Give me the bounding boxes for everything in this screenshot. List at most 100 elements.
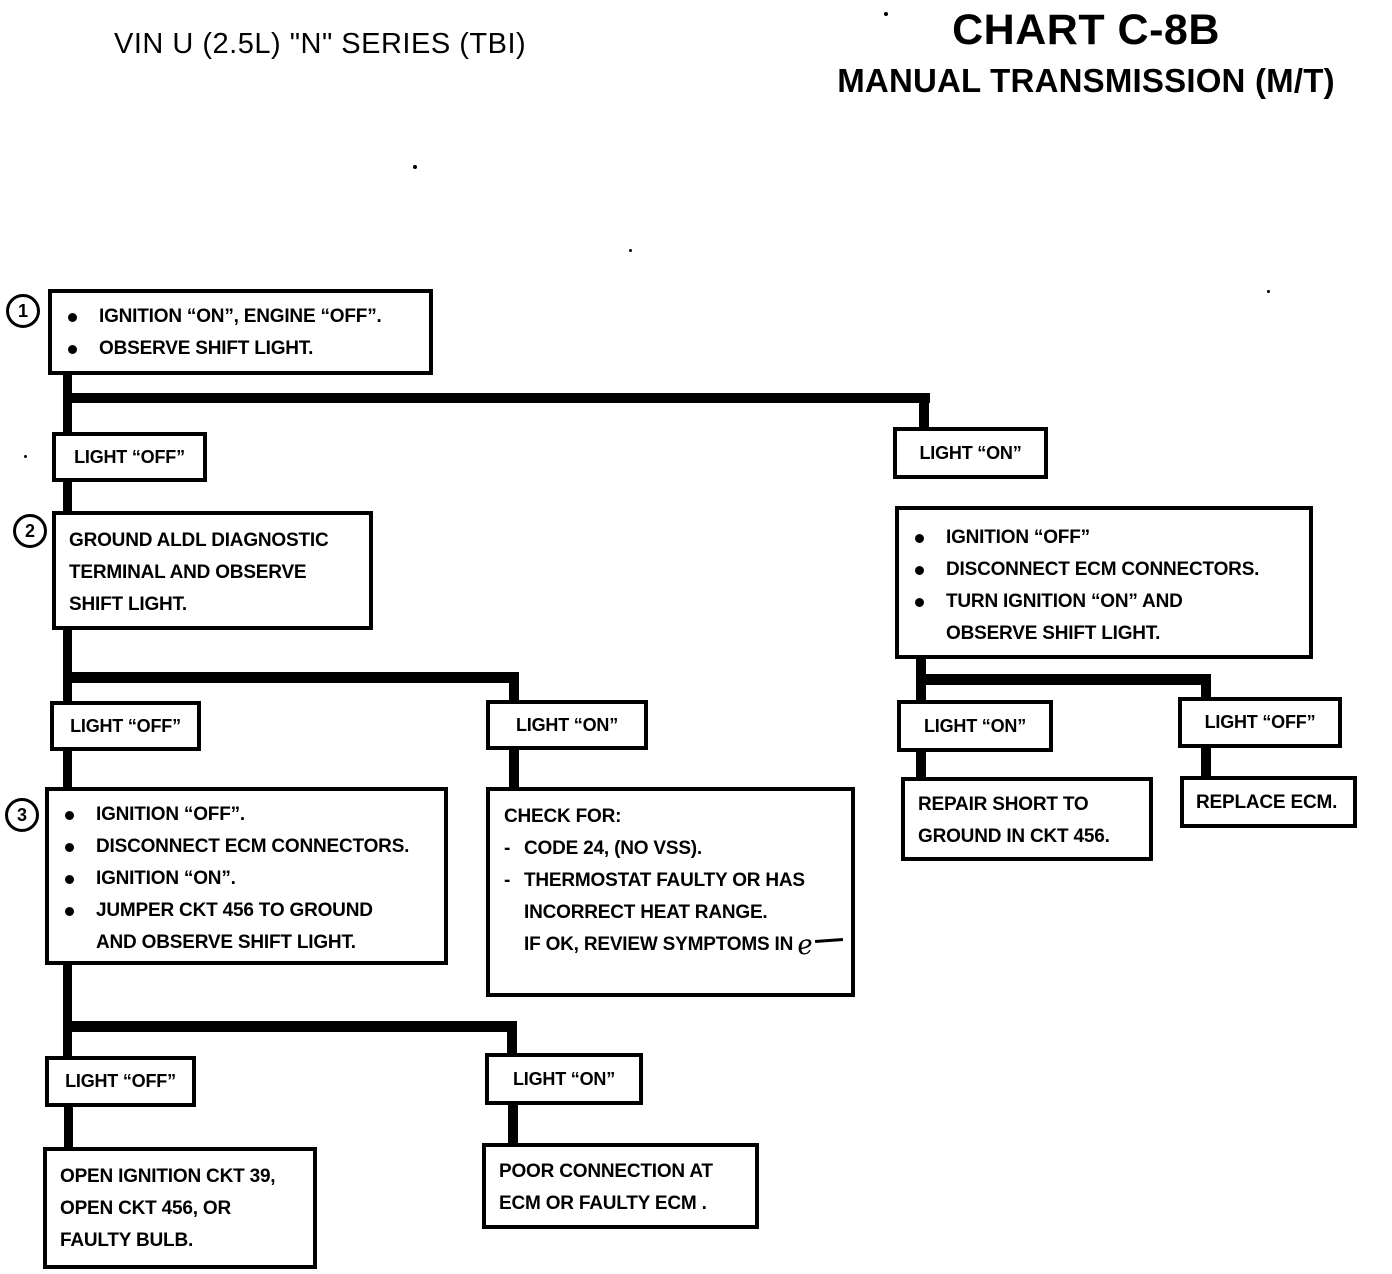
connector-on2r-to-repair xyxy=(916,749,926,780)
connector-off2-to-step3 xyxy=(63,748,72,790)
check-footer-line: IF OK, REVIEW SYMPTOMS INe xyxy=(524,929,843,962)
text-line: DISCONNECT ECM CONNECTORS. xyxy=(96,836,410,857)
connector-on2-to-check xyxy=(509,747,519,790)
text-line: IGNITION “OFF” xyxy=(946,527,1090,548)
text-line: OPEN IGNITION CKT 39, xyxy=(60,1166,276,1187)
text-line: OPEN CKT 456, OR xyxy=(60,1198,232,1219)
handwritten-e-note: e xyxy=(794,929,815,962)
node-light-on-row2-right: LIGHT “ON” xyxy=(897,700,1053,752)
handwritten-dash xyxy=(814,938,843,943)
check-for-title: CHECK FOR: xyxy=(504,806,622,827)
connector-step2-down xyxy=(63,627,72,678)
scan-speck xyxy=(413,165,417,169)
node-step2: GROUND ALDL DIAGNOSTIC TERMINAL AND OBSE… xyxy=(52,511,373,630)
node-light-off-row2-right: LIGHT “OFF” xyxy=(1178,697,1342,748)
node-light-on-row3: LIGHT “ON” xyxy=(485,1053,643,1105)
node-repair-short: REPAIR SHORT TO GROUND IN CKT 456. xyxy=(901,777,1153,861)
text-line: SHIFT LIGHT. xyxy=(69,594,187,615)
text-line: IGNITION “OFF”. xyxy=(96,804,245,825)
bullet-icon xyxy=(68,313,77,322)
text-line: ECM OR FAULTY ECM . xyxy=(499,1193,707,1214)
connector-off2r-to-replace xyxy=(1201,745,1211,779)
chart-title-block: CHART C-8B MANUAL TRANSMISSION (M/T) xyxy=(788,6,1384,100)
node-ecm-inspect: IGNITION “OFF” DISCONNECT ECM CONNECTORS… xyxy=(895,506,1313,659)
connector-step3-down xyxy=(63,961,72,1028)
connector-branch2-left-horizontal xyxy=(63,672,519,683)
connector-light-on3-drop xyxy=(507,1021,517,1056)
bullet-row: IGNITION “ON”, ENGINE “OFF”. xyxy=(52,301,429,333)
connector-off1-to-step2 xyxy=(63,479,72,514)
connector-light-off2r-drop xyxy=(1201,674,1211,701)
node-step3: IGNITION “OFF”. DISCONNECT ECM CONNECTOR… xyxy=(45,787,448,965)
text-line: IGNITION “ON”. xyxy=(96,868,236,889)
chart-subtitle: MANUAL TRANSMISSION (M/T) xyxy=(837,62,1335,100)
check-footer-text: IF OK, REVIEW SYMPTOMS IN xyxy=(524,934,794,955)
bullet-row: JUMPER CKT 456 TO GROUND AND OBSERVE SHI… xyxy=(49,895,444,959)
connector-light-on2r-drop xyxy=(916,674,926,703)
node-light-on-row2: LIGHT “ON” xyxy=(486,700,648,750)
connector-light-off3-drop xyxy=(63,1021,72,1059)
connector-light-on2-drop xyxy=(509,672,519,703)
text-line: FAULTY BULB. xyxy=(60,1230,194,1251)
text-line: REPAIR SHORT TO xyxy=(918,794,1089,815)
scan-speck xyxy=(884,12,888,16)
step-badge-3: 3 xyxy=(5,798,39,832)
check-item-row: - THERMOSTAT FAULTY OR HAS INCORRECT HEA… xyxy=(490,865,851,929)
connector-ecm-box-down xyxy=(916,655,926,680)
bullet-icon xyxy=(65,907,74,916)
text-line: GROUND IN CKT 456. xyxy=(918,826,1110,847)
bullet-row: DISCONNECT ECM CONNECTORS. xyxy=(899,554,1309,586)
text-line: TERMINAL AND OBSERVE xyxy=(69,562,307,583)
text-line: OBSERVE SHIFT LIGHT. xyxy=(946,623,1161,644)
bullet-icon xyxy=(65,875,74,884)
text-line: DISCONNECT ECM CONNECTORS. xyxy=(946,559,1260,580)
connector-branch2-right-horizontal xyxy=(916,674,1211,685)
text-line: IGNITION “ON”, ENGINE “OFF”. xyxy=(99,306,382,327)
text-line: AND OBSERVE SHIFT LIGHT. xyxy=(96,932,356,953)
check-footer-row: IF OK, REVIEW SYMPTOMS INe xyxy=(490,929,851,962)
bullet-icon xyxy=(915,598,924,607)
bullet-row: DISCONNECT ECM CONNECTORS. xyxy=(49,831,444,863)
bullet-row: TURN IGNITION “ON” AND OBSERVE SHIFT LIG… xyxy=(899,586,1309,650)
node-light-off-row1: LIGHT “OFF” xyxy=(52,432,207,482)
bullet-row: IGNITION “OFF” xyxy=(899,522,1309,554)
step-badge-1: 1 xyxy=(6,294,40,328)
connector-row1-horizontal xyxy=(63,393,930,403)
step-badge-2: 2 xyxy=(13,514,47,548)
text-line: INCORRECT HEAT RANGE. xyxy=(524,902,768,923)
bullet-icon xyxy=(915,566,924,575)
check-item-row: - CODE 24, (NO VSS). xyxy=(490,833,851,865)
connector-light-off2-drop xyxy=(63,672,72,704)
text-line: THERMOSTAT FAULTY OR HAS xyxy=(524,870,805,891)
vin-series-label: VIN U (2.5L) "N" SERIES (TBI) xyxy=(114,28,527,60)
connector-light-on1-drop xyxy=(919,393,929,430)
bullet-icon xyxy=(65,843,74,852)
node-replace-ecm: REPLACE ECM. xyxy=(1180,776,1357,828)
connector-on3-to-poor xyxy=(508,1101,518,1146)
bullet-icon xyxy=(915,534,924,543)
text-line: OBSERVE SHIFT LIGHT. xyxy=(99,338,314,359)
text-line: GROUND ALDL DIAGNOSTIC xyxy=(69,530,329,551)
scan-speck xyxy=(629,249,632,252)
node-step1: IGNITION “ON”, ENGINE “OFF”. OBSERVE SHI… xyxy=(48,289,433,375)
node-poor-connection: POOR CONNECTION AT ECM OR FAULTY ECM . xyxy=(482,1143,759,1229)
node-check-for: CHECK FOR: - CODE 24, (NO VSS). - THERMO… xyxy=(486,787,855,997)
bullet-icon xyxy=(68,345,77,354)
connector-step1-down xyxy=(63,372,72,434)
chart-title: CHART C-8B xyxy=(952,6,1220,54)
text-line: POOR CONNECTION AT xyxy=(499,1161,713,1182)
dash-marker: - xyxy=(504,870,511,891)
node-light-off-row2: LIGHT “OFF” xyxy=(50,701,201,751)
connector-branch3-horizontal xyxy=(63,1021,515,1032)
text-line: JUMPER CKT 456 TO GROUND xyxy=(96,900,373,921)
bullet-row: OBSERVE SHIFT LIGHT. xyxy=(52,333,429,365)
text-line: REPLACE ECM. xyxy=(1196,792,1338,813)
node-light-off-row3: LIGHT “OFF” xyxy=(45,1056,196,1107)
bullet-row: IGNITION “ON”. xyxy=(49,863,444,895)
text-line: TURN IGNITION “ON” AND xyxy=(946,591,1183,612)
bullet-icon xyxy=(65,811,74,820)
node-light-on-row1: LIGHT “ON” xyxy=(893,427,1048,479)
connector-off3-to-open xyxy=(64,1103,73,1150)
scan-speck xyxy=(24,455,27,458)
